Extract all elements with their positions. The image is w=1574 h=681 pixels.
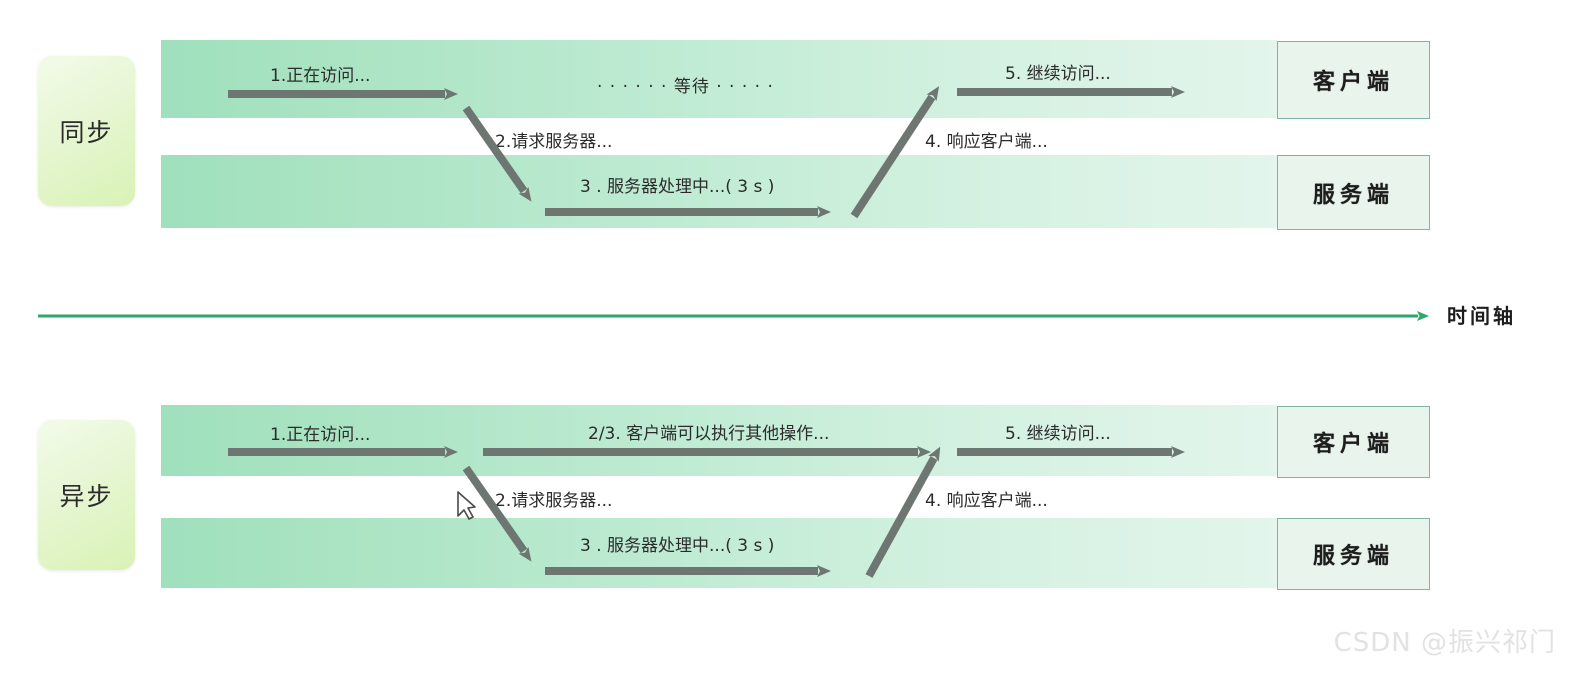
endpoint-async-server: 服务端 [1277,518,1430,590]
watermark: CSDN @振兴祁门 [1333,628,1556,658]
label-sync-wait: · · · · · · 等待 · · · · · [597,77,774,97]
label-async-step1: 1.正在访问... [270,425,371,445]
label-async-step3: 3 . 服务器处理中...( 3 s ) [580,536,775,556]
lane-async-server [161,518,1277,588]
label-sync-step5: 5. 继续访问... [1005,64,1111,84]
endpoint-sync-server-label: 服务端 [1312,182,1394,208]
label-sync-step1: 1.正在访问... [270,66,371,86]
endpoint-async-server-label: 服务端 [1312,544,1394,569]
timeline-axis-label: 时间轴 [1447,304,1516,328]
lane-async-client [161,405,1277,476]
endpoint-sync-client-label: 客户端 [1312,70,1394,95]
endpoint-sync-client: 客户端 [1277,41,1430,119]
endpoint-sync-server: 服务端 [1277,155,1430,230]
mode-card-sync: 同步 [38,56,135,206]
lane-sync-client [161,40,1277,118]
label-async-step23: 2/3. 客户端可以执行其他操作... [588,424,830,444]
mode-card-sync-label: 同步 [59,118,114,147]
label-async-step4: 4. 响应客户端... [925,491,1048,511]
mode-card-async-label: 异步 [59,482,114,511]
endpoint-async-client-label: 客户端 [1312,432,1394,457]
mode-card-async: 异步 [38,420,135,570]
label-async-step5: 5. 继续访问... [1005,424,1111,444]
label-sync-step4: 4. 响应客户端... [925,132,1048,152]
label-sync-step3: 3 . 服务器处理中...( 3 s ) [580,177,775,197]
label-sync-step2: 2.请求服务器... [495,132,613,152]
endpoint-async-client: 客户端 [1277,406,1430,478]
mouse-cursor-icon [457,491,476,520]
label-async-step2: 2.请求服务器... [495,491,613,511]
